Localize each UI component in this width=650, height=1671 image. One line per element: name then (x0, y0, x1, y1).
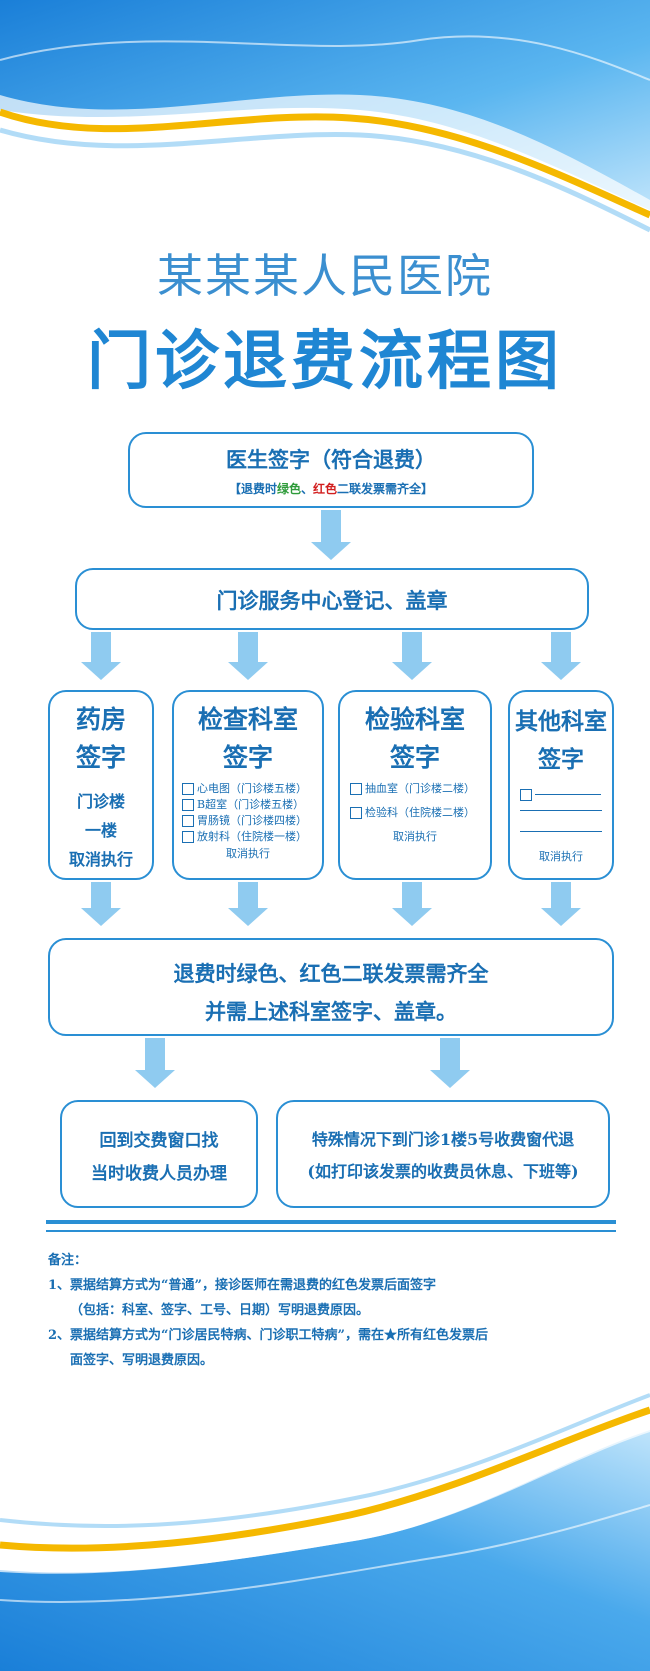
dept-other-cancel: 取消执行 (539, 850, 583, 863)
dept-other-sign: 签字 (538, 746, 584, 773)
dept-lab: 检验科室 签字 抽血室（门诊楼二楼） 检验科（住院楼二楼） 取消执行 (338, 690, 492, 880)
note-red: 红色 (313, 482, 338, 496)
step-refund-window: 回到交费窗口找 当时收费人员办理 (60, 1100, 258, 1208)
exam-item: 心电图（门诊楼五楼） (182, 780, 322, 796)
divider (46, 1230, 616, 1232)
step-special-case-line1: 特殊情况下到门诊1楼5号收费窗代退 (311, 1130, 575, 1149)
step-doctor-sign-note: 【退费时绿色、红色二联发票需齐全】 (130, 480, 532, 497)
hospital-name: 某某某人民医院 (157, 249, 493, 303)
dept-pharmacy-title: 药房 (75, 705, 126, 734)
step-service-center: 门诊服务中心登记、盖章 (75, 568, 589, 630)
dept-other-title: 其他科室 (515, 708, 607, 735)
note-prefix: 【退费时 (228, 482, 277, 496)
step-special-case-line2: (如打印该发票的收费员休息、下班等) (307, 1162, 579, 1181)
note-suffix: 二联发票需齐全】 (337, 482, 434, 496)
note-2-line2: 面签字、写明退费原因。 (70, 1353, 214, 1368)
dept-pharmacy: 药房 签字 门诊楼 一楼 取消执行 (48, 690, 154, 880)
other-blank-line (520, 831, 602, 832)
note-green: 绿色 (276, 482, 301, 496)
notes-label: 备注： (48, 1253, 88, 1268)
dept-exam-cancel: 取消执行 (226, 847, 270, 860)
checkbox-icon (182, 783, 194, 795)
dept-lab-sign: 签字 (389, 743, 440, 772)
note-1-line1: 1、票据结算方式为“普通”，接诊医师在需退费的红色发票后面签字 (48, 1278, 437, 1293)
notes: 备注： 1、票据结算方式为“普通”，接诊医师在需退费的红色发票后面签字 （包括：… (48, 1248, 618, 1373)
note-2-line1: 2、票据结算方式为“门诊居民特病、门诊职工特病”，需在★所有红色发票后 (48, 1328, 489, 1343)
dept-pharmacy-line1: 门诊楼 (76, 792, 125, 811)
exam-item: 放射科（住院楼一楼） (182, 828, 322, 844)
dept-pharmacy-line3: 取消执行 (68, 850, 133, 869)
dept-exam-title: 检查科室 (197, 705, 298, 734)
checkbox-icon (520, 788, 532, 801)
dept-pharmacy-sign: 签字 (75, 743, 126, 772)
exam-item: B超室（门诊楼五楼） (182, 796, 322, 812)
other-blank-line (520, 784, 612, 801)
note-1-line2: （包括：科室、签字、工号、日期）写明退费原因。 (70, 1303, 370, 1318)
checkbox-icon (350, 783, 362, 795)
step-invoice-line2: 并需上述科室签字、盖章。 (205, 999, 457, 1024)
page-title: 门诊退费流程图 (87, 325, 563, 399)
lab-item: 检验科（住院楼二楼） (350, 804, 490, 820)
dept-pharmacy-line2: 一楼 (84, 821, 117, 840)
step-invoice-line1: 退费时绿色、红色二联发票需齐全 (173, 961, 489, 986)
dept-exam-sign: 签字 (222, 743, 273, 772)
lab-item: 抽血室（门诊楼二楼） (350, 780, 490, 796)
step-refund-window-line1: 回到交费窗口找 (99, 1131, 219, 1151)
other-blank-line (520, 810, 602, 811)
checkbox-icon (350, 807, 362, 819)
exam-item: 胃肠镜（门诊楼四楼） (182, 812, 322, 828)
dept-exam: 检查科室 签字 心电图（门诊楼五楼） B超室（门诊楼五楼） 胃肠镜（门诊楼四楼）… (172, 690, 324, 880)
step-special-case: 特殊情况下到门诊1楼5号收费窗代退 (如打印该发票的收费员休息、下班等) (276, 1100, 610, 1208)
step-doctor-sign-title: 医生签字（符合退费） (226, 447, 436, 472)
divider (46, 1220, 616, 1224)
dept-other: 其他科室 签字 取消执行 (508, 690, 614, 880)
dept-lab-title: 检验科室 (364, 705, 465, 734)
checkbox-icon (182, 831, 194, 843)
checkbox-icon (182, 799, 194, 811)
step-doctor-sign: 医生签字（符合退费） 【退费时绿色、红色二联发票需齐全】 (128, 432, 534, 508)
checkbox-icon (182, 815, 194, 827)
note-sep: 、 (300, 482, 313, 496)
dept-lab-cancel: 取消执行 (393, 830, 437, 843)
step-refund-window-line2: 当时收费人员办理 (91, 1164, 227, 1184)
step-invoice-check: 退费时绿色、红色二联发票需齐全 并需上述科室签字、盖章。 (48, 938, 614, 1036)
step-service-center-label: 门诊服务中心登记、盖章 (216, 588, 448, 613)
